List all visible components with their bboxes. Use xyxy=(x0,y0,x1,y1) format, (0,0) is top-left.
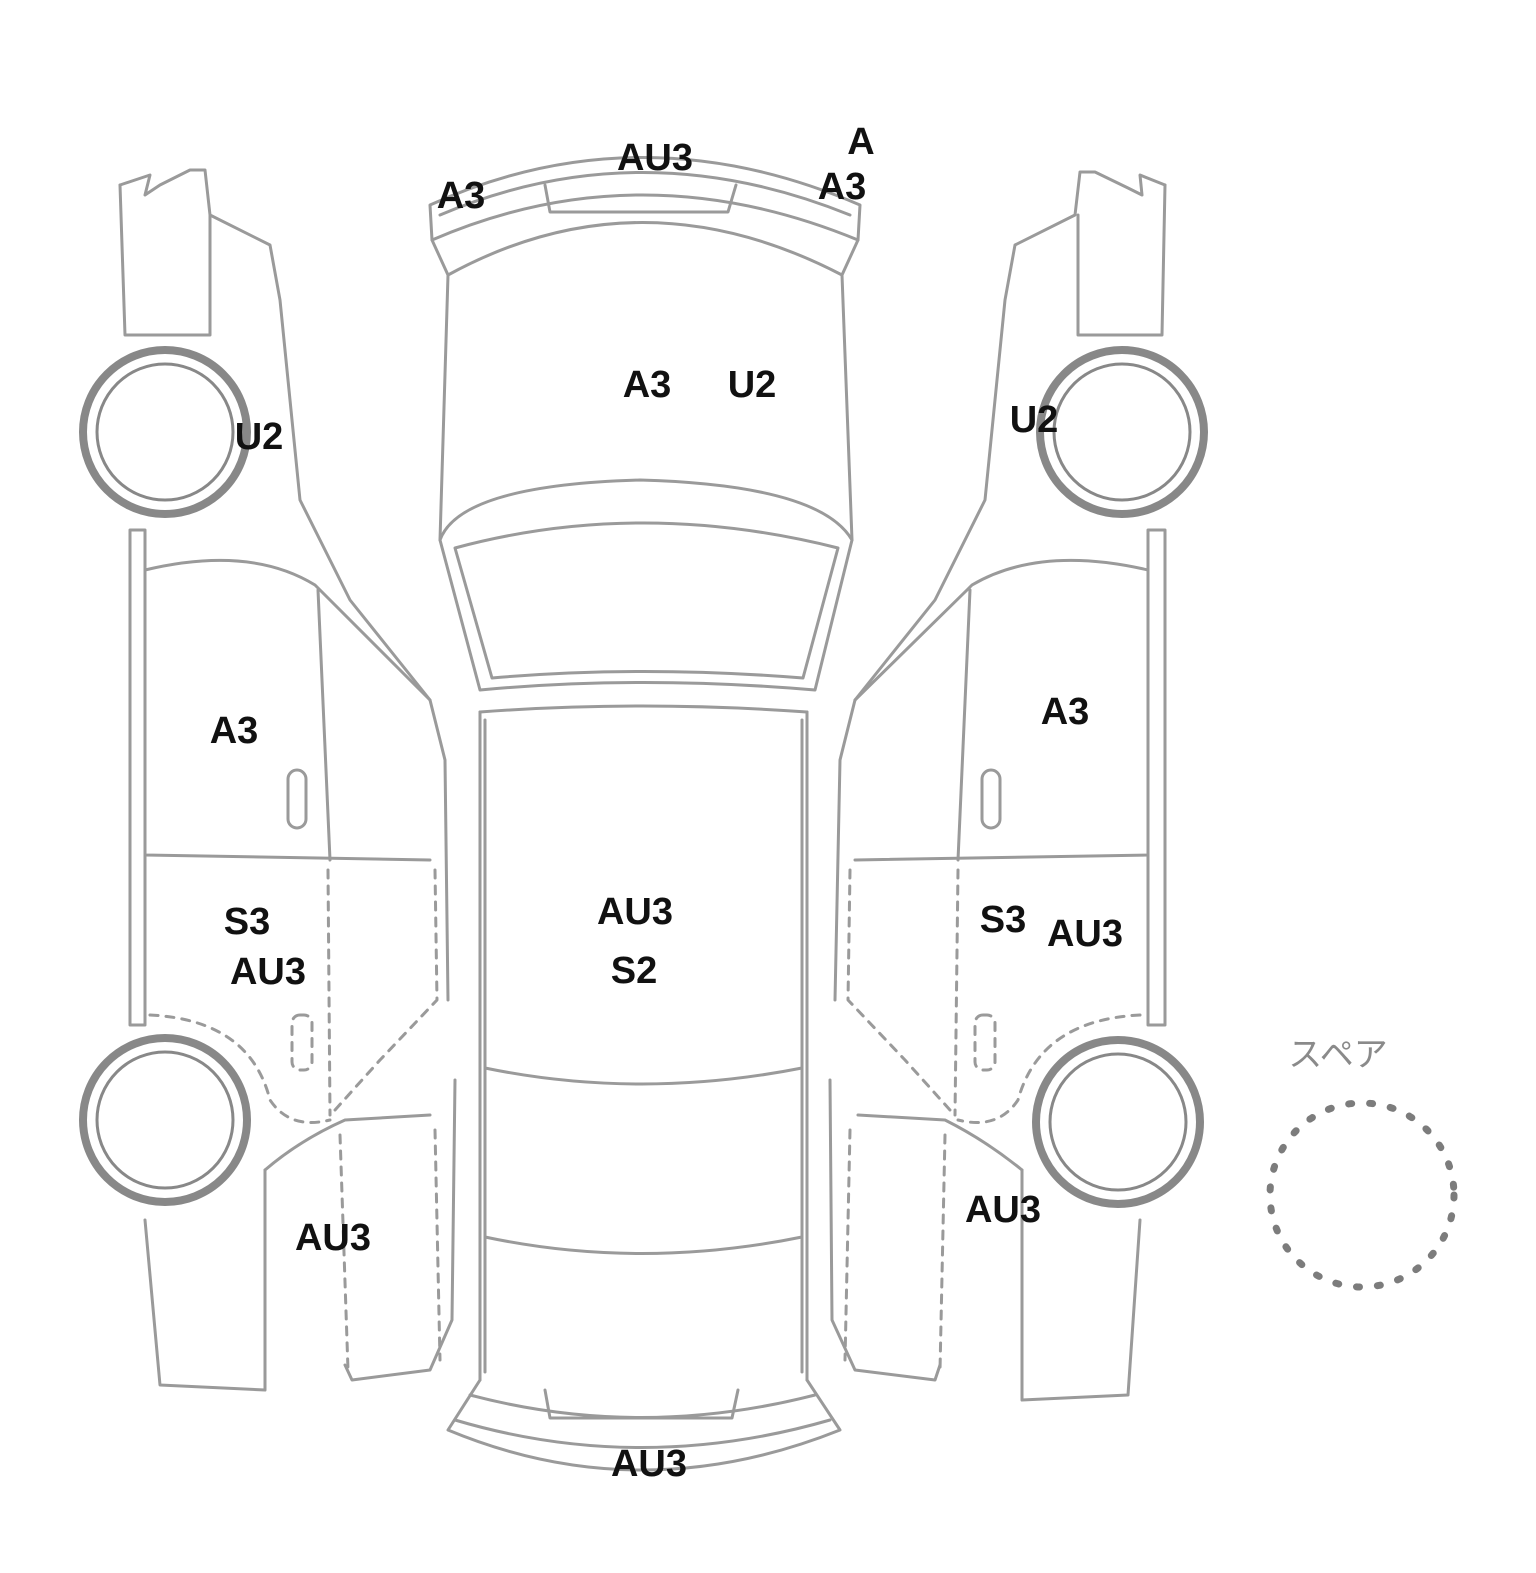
mark-roof-spoiler-center: AU3 xyxy=(616,137,694,179)
left-side-dashed-lines xyxy=(148,868,442,1372)
mark-left-rear-quarter: AU3 xyxy=(294,1217,372,1259)
spare-label: スペア xyxy=(1288,1035,1388,1075)
mark-right-sill-left: S3 xyxy=(979,899,1027,941)
top-view-body xyxy=(428,156,862,1472)
mark-roof-spoiler-right-a: A xyxy=(847,121,875,163)
left-side-view xyxy=(118,168,457,1392)
mark-right-front-wheel: U2 xyxy=(1009,399,1059,441)
left-front-tire xyxy=(79,346,251,518)
right-front-tire xyxy=(1036,346,1208,518)
spare-tire-icon xyxy=(1266,1099,1458,1291)
mark-right-front-door: A3 xyxy=(1040,691,1090,733)
right-rear-tire xyxy=(1032,1036,1204,1208)
left-rear-tire xyxy=(79,1034,251,1206)
right-side-dashed-lines xyxy=(843,868,1142,1372)
mark-roof-lower: S2 xyxy=(610,950,658,992)
mark-hood-right: U2 xyxy=(727,364,777,406)
mark-left-sill-upper: S3 xyxy=(223,901,271,943)
mark-right-rear-quarter: AU3 xyxy=(964,1189,1042,1231)
mark-left-front-wheel: U2 xyxy=(234,416,284,458)
right-side-view xyxy=(828,170,1167,1402)
mark-left-sill-lower: AU3 xyxy=(229,951,307,993)
mark-right-sill-right: AU3 xyxy=(1046,913,1124,955)
mark-roof-spoiler-left: A3 xyxy=(436,175,486,217)
mark-rear-bumper: AU3 xyxy=(610,1443,688,1485)
mark-roof-spoiler-right-b: A3 xyxy=(817,166,867,208)
tires xyxy=(79,346,1208,1208)
mark-left-front-door: A3 xyxy=(209,710,259,752)
mark-hood-left: A3 xyxy=(622,364,672,406)
mark-roof-upper: AU3 xyxy=(596,891,674,933)
